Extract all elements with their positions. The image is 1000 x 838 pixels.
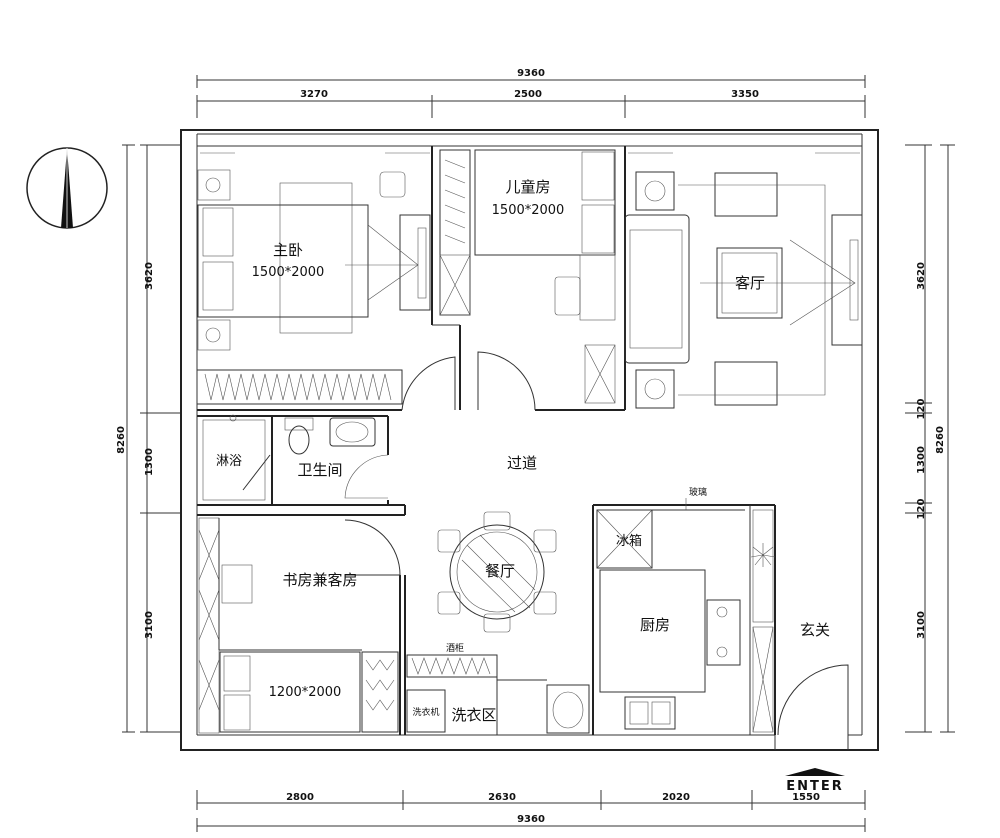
dim-left-2: 1300	[144, 448, 155, 476]
dim-top-total: 9360	[517, 68, 545, 79]
kitchen-label: 厨房	[640, 616, 670, 634]
kitchen	[596, 509, 774, 733]
dim-right-2: 120	[916, 399, 927, 420]
entry-label: ENTER	[786, 779, 844, 794]
study-bed-size-label: 1200*2000	[269, 685, 342, 700]
master-bedroom	[196, 169, 431, 405]
dim-right-5: 3100	[916, 611, 927, 639]
dim-bottom-total: 9360	[517, 814, 545, 825]
dim-right-1: 3620	[916, 262, 927, 290]
plant-icon	[750, 543, 776, 567]
dim-top-3: 3350	[731, 89, 759, 100]
dim-bottom-4: 1550	[792, 792, 820, 803]
dim-top-2: 2500	[514, 89, 542, 100]
entrance-door	[777, 664, 849, 736]
dim-top-1: 3270	[300, 89, 328, 100]
wine-cabinet	[406, 654, 498, 678]
dim-bottom-1: 2800	[286, 792, 314, 803]
master-bed-size-label: 1500*2000	[252, 265, 325, 280]
study-label: 书房兼客房	[282, 571, 357, 589]
entrance-label: 玄关	[800, 621, 830, 639]
study-room	[198, 517, 401, 734]
dim-left-1: 3620	[144, 262, 155, 290]
dim-bottom-2: 2630	[488, 792, 516, 803]
corridor-label: 过道	[507, 454, 537, 472]
kids-bed-size-label: 1500*2000	[492, 203, 565, 218]
glass-label: 玻璃	[689, 486, 707, 498]
dining-table	[437, 511, 557, 633]
fridge-label: 冰箱	[616, 533, 642, 549]
dim-right-3: 1300	[916, 446, 927, 474]
wine-cabinet-label: 酒柜	[446, 642, 464, 654]
dim-right-total: 8260	[935, 426, 946, 454]
living-room-label: 客厅	[735, 274, 765, 292]
washer-label: 洗衣机	[412, 706, 439, 718]
living-room	[624, 171, 863, 409]
master-bedroom-label: 主卧	[273, 241, 303, 259]
bedroom-doors	[401, 351, 536, 411]
north-arrow-icon	[26, 147, 108, 229]
laundry-area	[406, 677, 590, 735]
bathroom	[202, 414, 389, 501]
interior-walls	[197, 146, 776, 735]
bathroom-label: 卫生间	[297, 461, 342, 479]
shower-label: 淋浴	[216, 454, 242, 469]
kids-room	[439, 149, 616, 404]
laundry-label: 洗衣区	[451, 706, 496, 724]
dining-label: 餐厅	[485, 562, 515, 580]
dim-bottom-3: 2020	[662, 792, 690, 803]
dim-left-total: 8260	[116, 426, 127, 454]
kids-room-label: 儿童房	[505, 178, 550, 196]
dim-left-3: 3100	[144, 611, 155, 639]
entry-arrow-icon	[785, 768, 845, 776]
outer-walls	[180, 129, 879, 751]
dim-right-4: 120	[916, 499, 927, 520]
dimension-lines	[122, 75, 955, 832]
